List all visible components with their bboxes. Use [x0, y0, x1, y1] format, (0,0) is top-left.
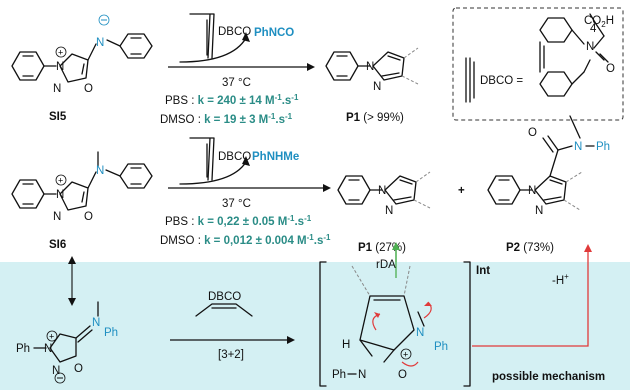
svg-text:N: N: [44, 343, 52, 355]
dbco-definition-box: [452, 7, 624, 121]
svg-text:O: O: [74, 363, 83, 375]
svg-text:N: N: [56, 189, 64, 201]
svg-text:N: N: [416, 327, 424, 339]
svg-text:N: N: [574, 141, 582, 153]
caption-possible-mechanism: possible mechanism: [492, 371, 605, 383]
reagent-dbco-3: DBCO: [208, 291, 241, 303]
svg-text:PBS : k = 240 ± 14 M-1.s-1: PBS : k = 240 ± 14 M-1.s-1: [165, 93, 299, 107]
svg-text:Ph: Ph: [434, 341, 448, 353]
rate-dmso-row2: DMSO : k = 0,012 ± 0.004 M-1.s-1: [160, 233, 331, 247]
dbco-reagent-2: [189, 137, 215, 181]
svg-text:N: N: [528, 185, 536, 197]
atom-o: O: [84, 83, 93, 95]
svg-text:N: N: [366, 61, 374, 73]
svg-text:Ph: Ph: [16, 343, 30, 355]
svg-text:N: N: [586, 41, 594, 53]
dbco-reagent-3: [195, 303, 253, 317]
reagent-dbco-2: DBCO: [218, 151, 251, 163]
temp-row2: 37 °C: [222, 198, 251, 210]
svg-text:N: N: [535, 205, 543, 217]
svg-text:Ph: Ph: [104, 327, 118, 339]
atom-n-plus: N: [56, 61, 64, 73]
svg-text:O: O: [528, 127, 537, 139]
rate-dmso-row1: DMSO : k = 19 ± 3 M-1.s-1: [160, 112, 293, 126]
svg-text:N: N: [53, 211, 61, 223]
dbco-reagent-1: [189, 13, 215, 59]
label-p1-row2: P1 (27%): [358, 242, 406, 254]
dbco-structure: DBCO = N O 4 CO2H: [465, 13, 615, 103]
svg-text:DMSO : k = 0,012 ± 0.004 M-1.s: DMSO : k = 0,012 ± 0.004 M-1.s-1: [160, 233, 331, 247]
pyrazole-p1-row2: N N: [337, 171, 431, 217]
svg-text:N: N: [373, 81, 381, 93]
intermediate-structure: H Ph N O N Ph +: [332, 265, 448, 381]
byproduct-phnco: PhNCO: [254, 27, 294, 39]
svg-text:N: N: [96, 165, 104, 177]
svg-text:+: +: [58, 176, 63, 186]
svg-text:+: +: [403, 350, 408, 360]
pyrazole-p2: O N Ph N N: [487, 115, 610, 217]
label-rda: rDA: [376, 259, 396, 271]
svg-text:DMSO : k = 19 ± 3 M-1.s-1: DMSO : k = 19 ± 3 M-1.s-1: [160, 112, 293, 126]
svg-text:N: N: [378, 185, 386, 197]
arrow-deprotonation: [472, 250, 589, 347]
svg-text:O: O: [606, 63, 615, 75]
svg-text:DBCO =: DBCO =: [480, 75, 523, 87]
atom-n: N: [53, 83, 61, 95]
label-p1-row1: P1 (> 99%): [346, 112, 404, 124]
reagent-dbco-1: DBCO: [218, 26, 251, 38]
sydnonimine-si5: N N O N +: [11, 14, 153, 95]
mechanism-panel: [0, 262, 630, 390]
bracket-right: [463, 261, 471, 387]
svg-text:4: 4: [590, 23, 597, 35]
svg-text:Ph: Ph: [332, 369, 346, 381]
svg-text:N: N: [92, 317, 100, 329]
rate-pbs-row2: PBS : k = 0,22 ± 0.05 M-1.s-1: [165, 214, 312, 228]
byproduct-phnhme: PhNHMe: [252, 151, 299, 163]
svg-text:+: +: [49, 332, 54, 342]
label-int: Int: [476, 265, 490, 277]
svg-text:PBS : k = 0,22 ± 0.05 M-1.s-1: PBS : k = 0,22 ± 0.05 M-1.s-1: [165, 214, 312, 228]
sydnonimine-si6: N N O N +: [11, 151, 153, 223]
label-3plus2: [3+2]: [218, 349, 244, 361]
svg-text:O: O: [398, 369, 407, 381]
temp-row1: 37 °C: [222, 77, 251, 89]
pyrazole-p1-row1: N N: [325, 47, 419, 93]
svg-text:+: +: [58, 48, 63, 58]
svg-text:Ph: Ph: [596, 141, 610, 153]
svg-text:CO2H: CO2H: [584, 15, 614, 29]
zwitterion-structure: Ph N Ph N N O +: [16, 301, 118, 384]
svg-text:N: N: [52, 365, 60, 377]
label-deprotonation: -H+: [552, 272, 569, 287]
plus-sign: +: [458, 185, 465, 197]
svg-text:N: N: [358, 369, 366, 381]
label-si5: SI5: [49, 111, 67, 123]
bracket-left: [319, 261, 327, 387]
rate-pbs-row1: PBS : k = 240 ± 14 M-1.s-1: [165, 93, 299, 107]
svg-text:N: N: [385, 205, 393, 217]
atom-n-minus: N: [96, 37, 104, 49]
svg-text:O: O: [84, 211, 93, 223]
label-p2: P2 (73%): [506, 242, 554, 254]
svg-text:H: H: [342, 339, 350, 351]
label-si6: SI6: [49, 239, 66, 251]
